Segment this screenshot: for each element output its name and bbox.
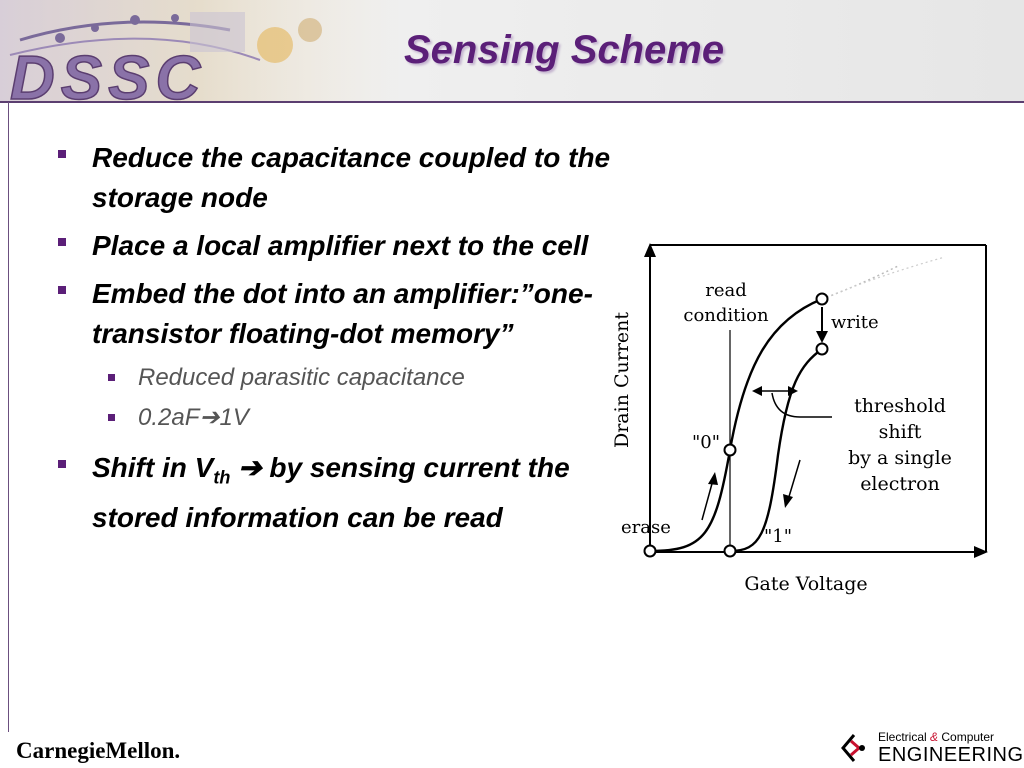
sub-bullet-post: 1V (219, 404, 249, 431)
read-label: read (705, 280, 747, 301)
bullet-item: Embed the dot into an amplifier:”one-tra… (52, 274, 612, 354)
square-bullet-icon (108, 374, 115, 381)
node-marker (815, 342, 829, 356)
bullet-text: Place a local amplifier next to the cell (92, 230, 589, 261)
bullet-item: Shift in Vth ➔ by sensing current the st… (52, 448, 612, 538)
ece-text-a: Electrical (878, 730, 931, 744)
bullet-pre: Shift in V (92, 452, 214, 483)
arrow-icon: ➔ (199, 404, 220, 431)
shift-label-2: shift (879, 421, 922, 443)
node-marker (815, 292, 829, 306)
sub-bullet-text: Reduced parasitic capacitance (138, 364, 465, 391)
dotted-extension (821, 264, 901, 300)
node-marker (723, 443, 737, 457)
drain-current-figure: Drain Current Gate Voltage read conditio… (611, 243, 988, 595)
y-axis-label: Drain Current (611, 312, 633, 448)
square-bullet-icon (58, 150, 66, 158)
square-bullet-icon (58, 238, 66, 246)
sub-bullet-pre: 0.2aF (138, 404, 200, 431)
sub-bullet-item: Reduced parasitic capacitance (52, 360, 612, 396)
bullet-list: Reduce the capacitance coupled to the st… (52, 138, 612, 546)
ece-ampersand: & (930, 730, 939, 744)
erase-transition-arrow (701, 479, 714, 521)
x-axis-label: Gate Voltage (744, 573, 867, 595)
threshold-arrow-left-icon (752, 386, 762, 396)
write-label: write (831, 312, 879, 333)
one-label: "1" (764, 526, 792, 547)
x-axis-arrow-icon (974, 546, 988, 558)
ece-line-1: Electrical & Computer (878, 730, 1024, 744)
bullet-text: Embed the dot into an amplifier:”one-tra… (92, 278, 593, 349)
programmed-curve (729, 348, 823, 553)
dotted-extension (821, 256, 946, 300)
down-arrow-icon (783, 494, 793, 508)
threshold-arrow-right-icon (788, 386, 798, 396)
cmu-logo: CarnegieMellon. (16, 738, 181, 763)
square-bullet-icon (58, 460, 66, 468)
bullet-text: Reduce the capacitance coupled to the st… (92, 142, 611, 213)
ece-emblem-icon (841, 734, 865, 762)
y-axis-arrow-icon (644, 243, 656, 257)
up-arrow-icon (708, 472, 718, 485)
left-rule (8, 102, 9, 732)
slide-title: Sensing Scheme (404, 28, 725, 72)
bullet-item: Reduce the capacitance coupled to the st… (52, 138, 612, 218)
square-bullet-icon (58, 286, 66, 294)
shift-label-4: electron (860, 473, 940, 495)
square-bullet-icon (108, 414, 115, 421)
condition-label: condition (683, 305, 769, 326)
erased-curve (649, 297, 823, 553)
logo-text: DSSC (10, 44, 206, 102)
zero-label: "0" (692, 432, 720, 453)
sub-bullet-item: 0.2aF➔1V (52, 400, 612, 436)
erase-label: erase (621, 517, 671, 538)
program-transition-arrow (787, 459, 801, 501)
node-marker (723, 544, 737, 558)
ece-text-b: Computer (938, 730, 995, 744)
bullet-subscript: th (213, 467, 231, 488)
threshold-leader (771, 392, 832, 418)
dssc-logo: DSSC (0, 0, 400, 102)
bullet-post: by sensing current the stored informatio… (92, 452, 570, 533)
header-divider (0, 101, 1024, 103)
shift-label-3: by a single (848, 447, 952, 469)
node-marker (643, 544, 657, 558)
arrow-icon: ➔ (230, 452, 270, 483)
shift-label-1: threshold (854, 395, 946, 417)
bullet-item: Place a local amplifier next to the cell (52, 226, 612, 266)
ece-line-2: ENGINEERING (878, 744, 1024, 766)
write-arrow-icon (816, 331, 828, 343)
